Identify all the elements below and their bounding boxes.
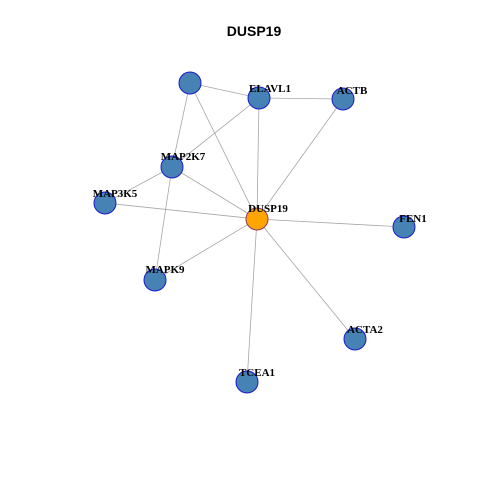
edge-unlabeled-dusp19 (189, 82, 258, 220)
node-label-elavl1: ELAVL1 (249, 83, 291, 95)
edge-elavl1-map2k7 (171, 97, 260, 168)
node-label-map3k5: MAP3K5 (93, 188, 138, 200)
edge-dusp19-tcea1 (246, 218, 258, 383)
node-label-acta2: ACTA2 (347, 324, 383, 336)
node-label-map2k7: MAP2K7 (161, 151, 206, 163)
edge-dusp19-acta2 (256, 218, 356, 340)
edge-unlabeled-elavl1 (189, 82, 260, 99)
edge-elavl1-actb (258, 97, 344, 100)
diagram-title: DUSP19 (227, 23, 282, 39)
node-label-actb: ACTB (337, 85, 368, 97)
edge-actb-dusp19 (256, 98, 344, 220)
node-unlabeled (178, 71, 202, 95)
edge-layer (104, 82, 405, 383)
label-layer: DUSP19 ELAVL1 ACTB MAP2K7MAP3K5FEN1MAPK9ACT… (93, 83, 427, 379)
node-tcea1 (235, 370, 259, 394)
edge-dusp19-fen1 (256, 218, 405, 228)
node-mapk9 (143, 268, 167, 292)
node-layer (93, 71, 416, 394)
edge-map2k7-dusp19 (171, 166, 258, 220)
node-label-tcea1: TCEA1 (239, 367, 275, 379)
node-actb (331, 87, 355, 111)
edge-map2k7-map3k5 (104, 166, 173, 204)
node-acta2 (343, 327, 367, 351)
node-label-dusp19: DUSP19 (248, 203, 288, 215)
edge-map2k7-mapk9 (154, 166, 173, 281)
node-map3k5 (93, 191, 117, 215)
node-dusp19 (245, 207, 269, 231)
node-elavl1 (247, 86, 271, 110)
node-label-fen1: FEN1 (399, 213, 427, 225)
edge-map3k5-dusp19 (104, 202, 258, 220)
node-fen1 (392, 215, 416, 239)
node-map2k7 (160, 155, 184, 179)
edge-unlabeled-map2k7 (171, 82, 191, 168)
edge-elavl1-dusp19 (256, 97, 260, 220)
edge-dusp19-mapk9 (154, 218, 258, 281)
node-label-mapk9: MAPK9 (145, 264, 185, 276)
